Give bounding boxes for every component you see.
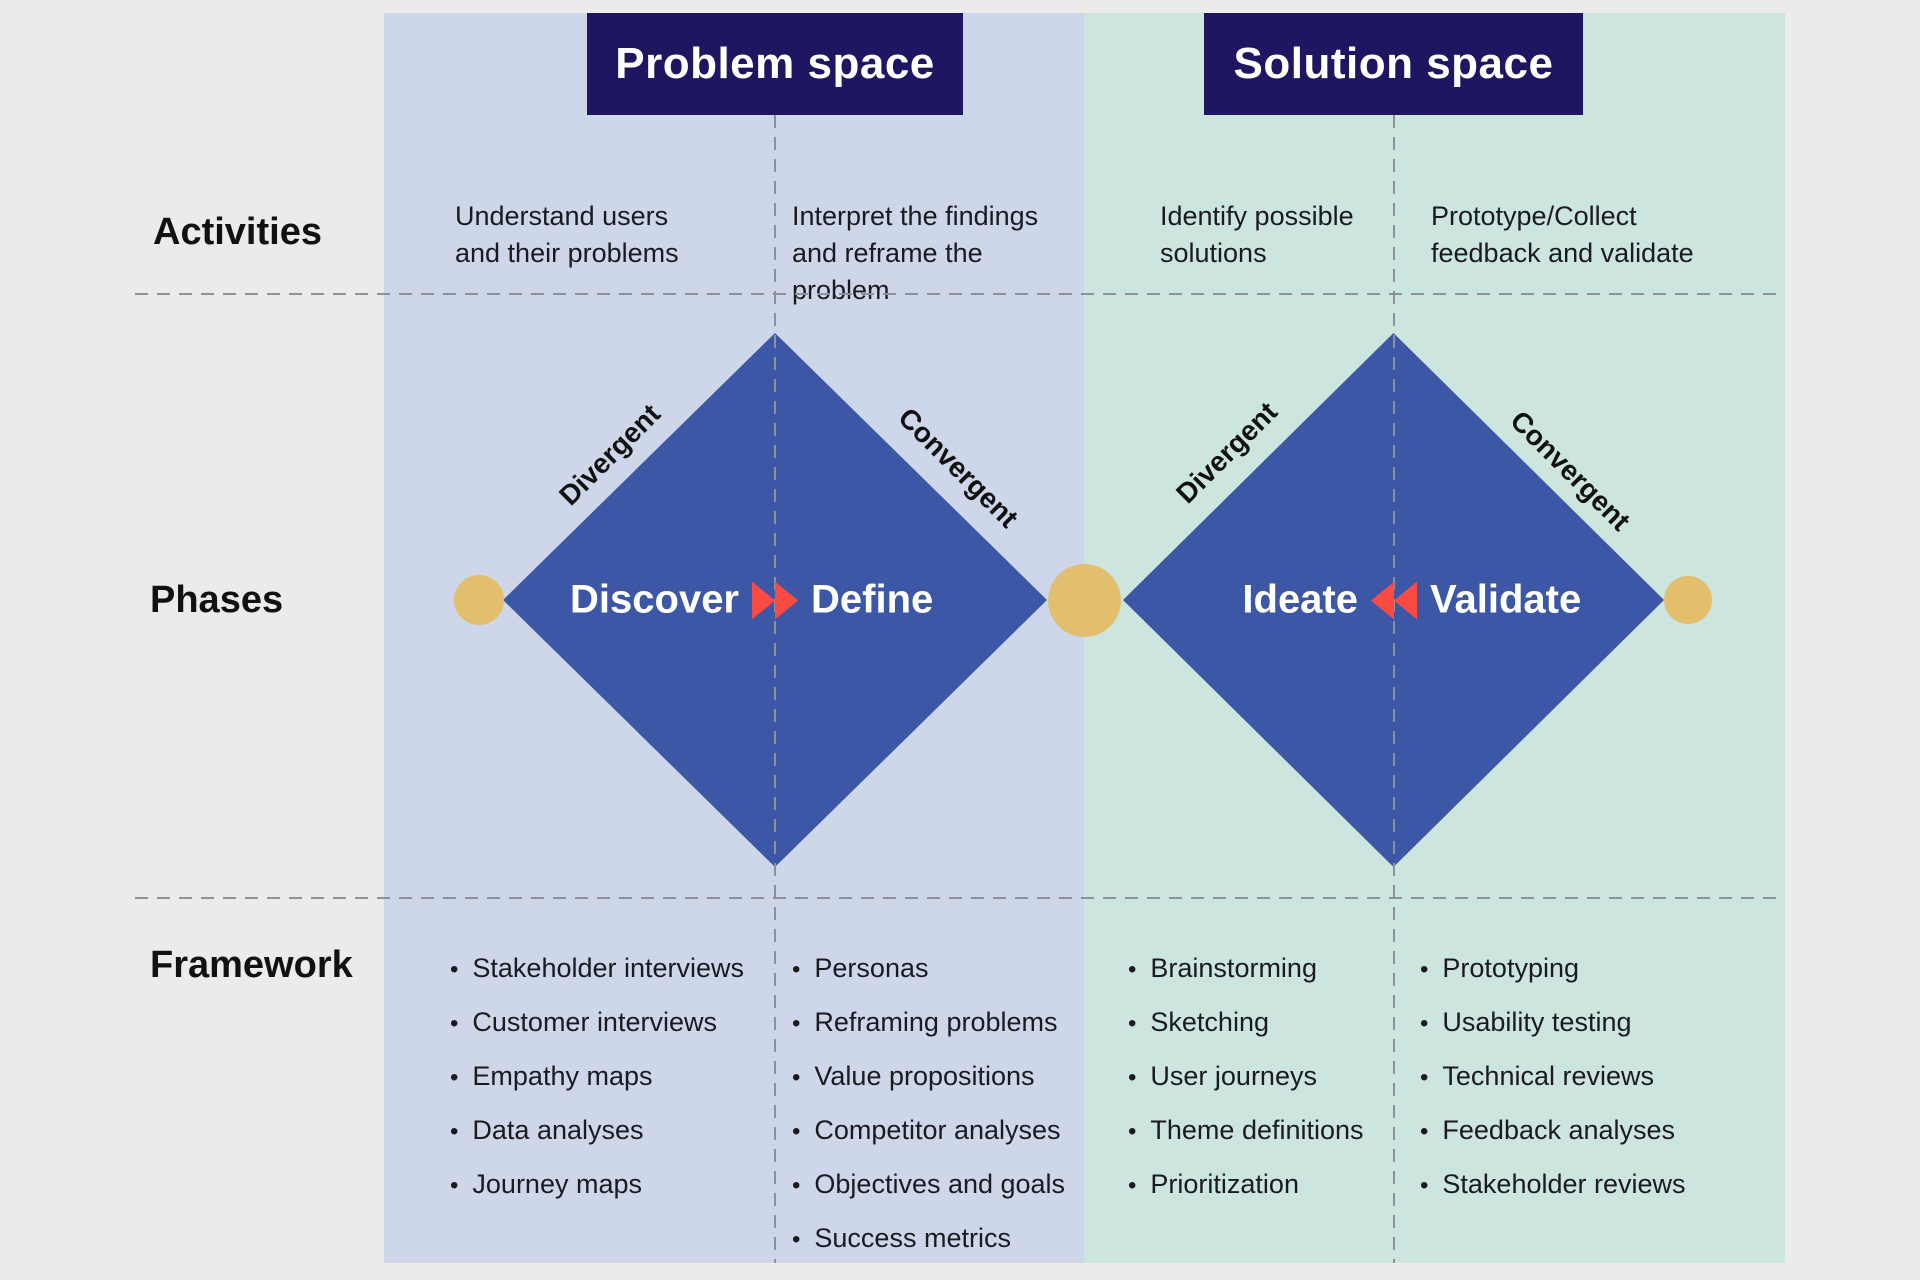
bullet-icon: • xyxy=(792,1226,801,1253)
phase-define-label: Define xyxy=(811,577,934,622)
arrow-left-triangle-icon xyxy=(1394,581,1417,619)
list-item: •Theme definitions xyxy=(1128,1115,1364,1145)
connector-dot-start xyxy=(454,575,504,625)
bullet-icon: • xyxy=(450,956,459,983)
bullet-icon: • xyxy=(792,1010,801,1037)
phase-row-solution: Ideate Validate xyxy=(1094,578,1694,623)
row-label-phases: Phases xyxy=(150,579,284,621)
list-item: •Prioritization xyxy=(1128,1169,1299,1199)
list-item: •Stakeholder interviews xyxy=(450,953,745,983)
activity-ideate: Identify possible solutions xyxy=(1160,201,1354,268)
list-item: •Competitor analyses xyxy=(792,1115,1061,1145)
list-item: •Customer interviews xyxy=(450,1007,717,1037)
list-item: •Stakeholder reviews xyxy=(1420,1169,1686,1199)
solution-space-badge: Solution space xyxy=(1204,13,1583,115)
list-item: •Sketching xyxy=(1128,1007,1269,1037)
phase-discover-label: Discover xyxy=(570,577,739,622)
bullet-icon: • xyxy=(792,1172,801,1199)
activity-validate: Prototype/Collect feedback and validate xyxy=(1431,201,1694,268)
list-item: •Feedback analyses xyxy=(1420,1115,1676,1145)
bullet-icon: • xyxy=(1420,1118,1429,1145)
activity-discover: Understand users and their problems xyxy=(455,201,679,268)
connector-dot-end xyxy=(1664,576,1712,624)
arrow-left-triangle-icon xyxy=(1371,581,1394,619)
activity-define: Interpret the findings and reframe the p… xyxy=(792,201,1039,305)
arrow-right-triangle-icon xyxy=(775,581,798,619)
list-item: •Journey maps xyxy=(450,1169,642,1199)
activities-row-divider-dashed-line xyxy=(135,293,1785,295)
double-arrow-left-icon xyxy=(1371,581,1417,619)
bullet-icon: • xyxy=(450,1118,459,1145)
bullet-icon: • xyxy=(1420,956,1429,983)
list-item: •Objectives and goals xyxy=(792,1169,1066,1199)
bullet-icon: • xyxy=(450,1064,459,1091)
framework-list-discover: •Stakeholder interviews •Customer interv… xyxy=(450,954,744,1224)
phase-row-problem: Discover Define xyxy=(475,578,1075,623)
list-item: •Brainstorming xyxy=(1128,953,1317,983)
bullet-icon: • xyxy=(1128,956,1137,983)
phase-ideate-label: Ideate xyxy=(1242,577,1358,622)
solution-space-label: Solution space xyxy=(1233,39,1554,88)
list-item: •Success metrics xyxy=(792,1223,1011,1253)
list-item: •Value propositions xyxy=(792,1061,1035,1091)
bullet-icon: • xyxy=(1420,1172,1429,1199)
list-item: •Data analyses xyxy=(450,1115,644,1145)
list-item: •Reframing problems xyxy=(792,1007,1058,1037)
bullet-icon: • xyxy=(792,956,801,983)
bullet-icon: • xyxy=(1420,1064,1429,1091)
bullet-icon: • xyxy=(1420,1010,1429,1037)
list-item: •User journeys xyxy=(1128,1061,1317,1091)
list-item: •Prototyping xyxy=(1420,953,1579,983)
bullet-icon: • xyxy=(450,1172,459,1199)
list-item: •Empathy maps xyxy=(450,1061,653,1091)
bullet-icon: • xyxy=(450,1010,459,1037)
bullet-icon: • xyxy=(792,1064,801,1091)
bullet-icon: • xyxy=(792,1118,801,1145)
framework-list-ideate: •Brainstorming •Sketching •User journeys… xyxy=(1128,954,1364,1224)
bullet-icon: • xyxy=(1128,1010,1137,1037)
phase-validate-label: Validate xyxy=(1430,577,1582,622)
framework-list-define: •Personas •Reframing problems •Value pro… xyxy=(792,954,1065,1278)
list-item: •Usability testing xyxy=(1420,1007,1632,1037)
row-label-activities: Activities xyxy=(153,211,322,253)
problem-space-label: Problem space xyxy=(615,39,935,88)
arrow-right-triangle-icon xyxy=(752,581,775,619)
diamond2-center-dashed-line xyxy=(1393,115,1395,1263)
list-item: •Personas xyxy=(792,953,929,983)
framework-list-validate: •Prototyping •Usability testing •Technic… xyxy=(1420,954,1686,1224)
bullet-icon: • xyxy=(1128,1064,1137,1091)
double-arrow-right-icon xyxy=(752,581,798,619)
framework-row-divider-dashed-line xyxy=(135,897,1785,899)
connector-dot-middle xyxy=(1048,564,1121,637)
bullet-icon: • xyxy=(1128,1172,1137,1199)
problem-space-badge: Problem space xyxy=(587,13,963,115)
bullet-icon: • xyxy=(1128,1118,1137,1145)
list-item: •Technical reviews xyxy=(1420,1061,1654,1091)
row-label-framework: Framework xyxy=(150,944,353,986)
diamond1-center-dashed-line xyxy=(774,115,776,1263)
